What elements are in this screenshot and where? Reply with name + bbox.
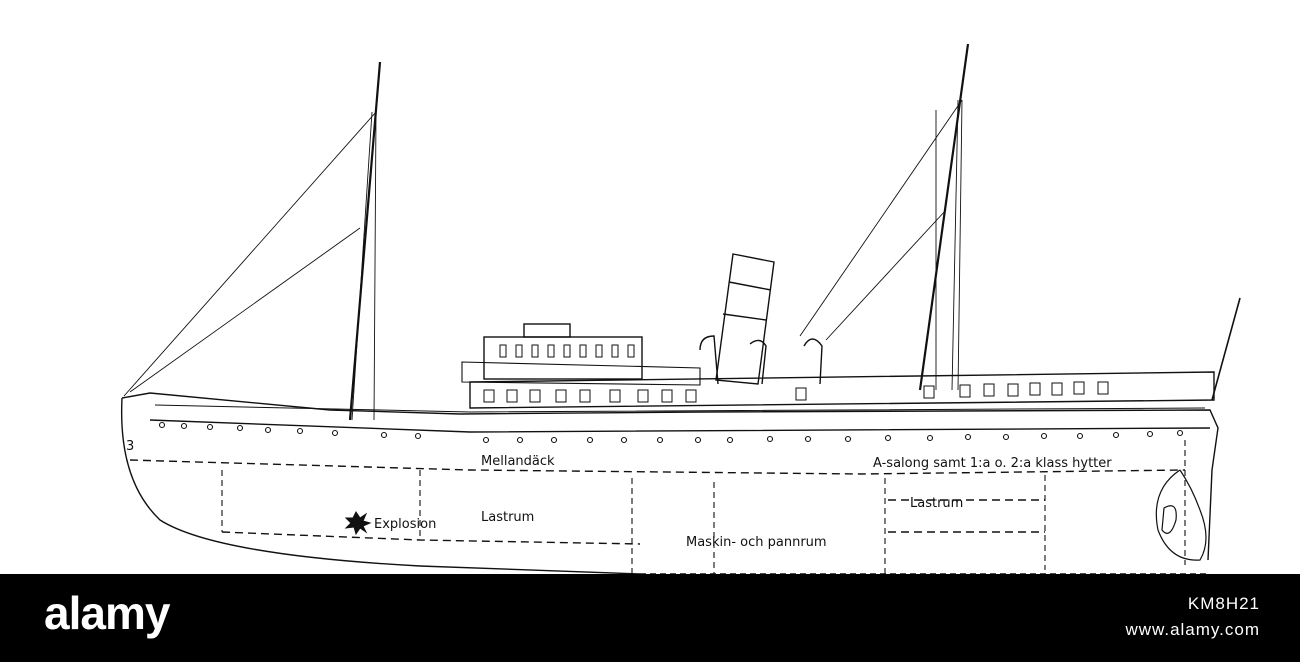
lower-hold-dashed <box>221 531 641 545</box>
inner-deck-dashed <box>129 459 1186 475</box>
rail-line <box>154 404 1206 413</box>
wheelhouse-top <box>523 323 571 338</box>
explosion-star-icon <box>344 511 372 536</box>
label-salong: A-salong samt 1:a o. 2:a klass hytter <box>873 456 1112 471</box>
funnel-bands <box>722 281 772 321</box>
aft-mast <box>918 43 970 391</box>
label-mellandack: Mellandäck <box>481 454 555 469</box>
rigging <box>123 99 963 421</box>
watermark-bar: alamy KM8H21 www.alamy.com <box>0 574 1300 662</box>
label-bow-mark: 3 <box>126 439 134 454</box>
promenade-deck <box>461 361 701 386</box>
label-lastrum-aft: Lastrum <box>910 496 963 511</box>
fore-mast <box>348 61 382 421</box>
funnel <box>715 253 775 385</box>
portholes <box>158 421 1184 444</box>
label-explosion: Explosion <box>374 517 436 532</box>
aft-hold-dashed <box>888 499 1045 533</box>
brand-logo: alamy <box>44 587 170 639</box>
hull-outline <box>120 392 1219 574</box>
bridge-house <box>483 336 643 380</box>
vent-cowls <box>699 335 823 385</box>
bulkheads <box>221 440 1186 574</box>
cabin-windows <box>483 344 1109 403</box>
jack-staff <box>1211 297 1241 401</box>
site-url: www.alamy.com <box>1125 620 1260 639</box>
label-lastrum-fore: Lastrum <box>481 510 534 525</box>
image-id: KM8H21 <box>1187 594 1260 613</box>
long-deckhouse <box>469 371 1215 409</box>
ship-cross-section-diagram: Mellandäck A-salong samt 1:a o. 2:a klas… <box>120 43 1241 574</box>
main-deck-line <box>149 419 1211 433</box>
label-maskin: Maskin- och pannrum <box>686 535 827 550</box>
rudder-propeller <box>1155 469 1207 561</box>
